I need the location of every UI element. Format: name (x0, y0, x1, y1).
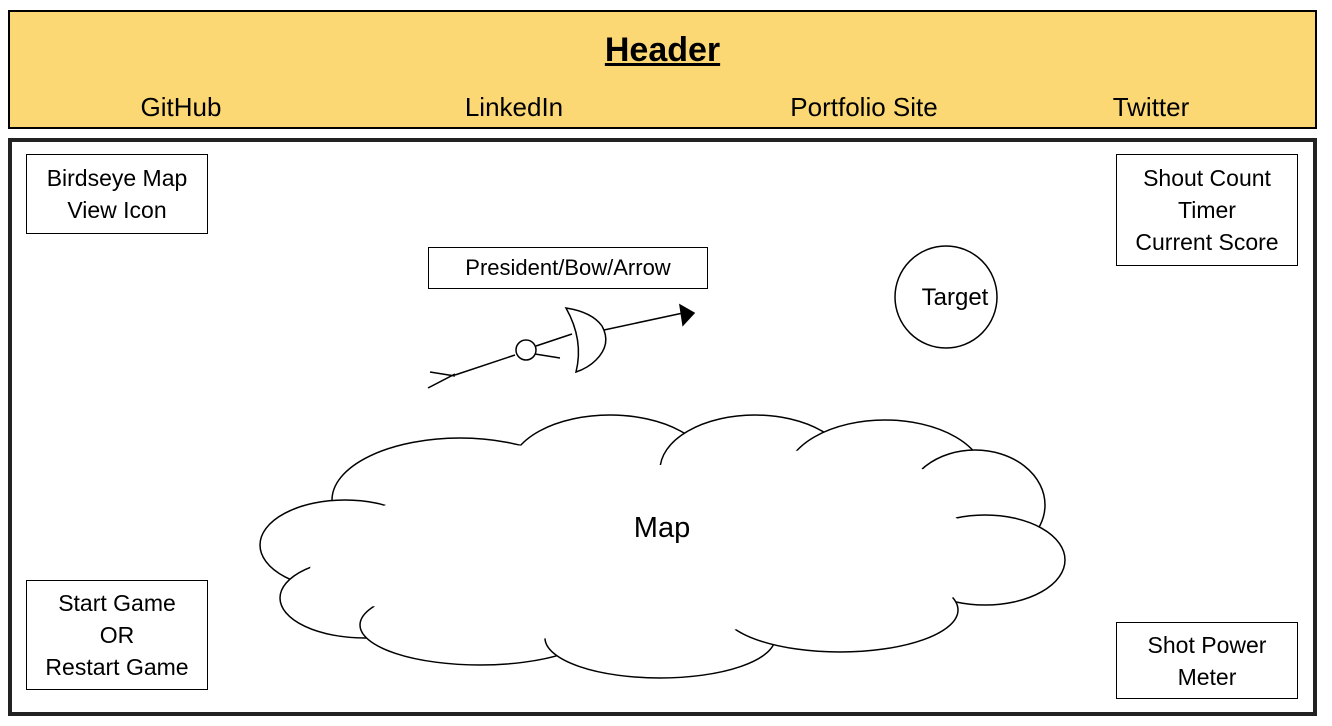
shot-power-meter[interactable]: Shot Power Meter (1116, 622, 1298, 699)
player-label-box: President/Bow/Arrow (428, 247, 708, 289)
birdseye-line-2: View Icon (67, 197, 167, 223)
header-title: Header (604, 31, 721, 69)
timer-label: Timer (1178, 197, 1236, 223)
start-game-label: Start Game (58, 590, 176, 616)
current-score-label: Current Score (1135, 229, 1279, 255)
or-label: OR (99, 622, 135, 648)
portfolio-site-link[interactable]: Portfolio Site (790, 92, 938, 122)
map-label: Map (634, 512, 690, 544)
start-restart-button[interactable]: Start Game OR Restart Game (26, 580, 208, 690)
stats-panel: Shout Count Timer Current Score (1116, 154, 1298, 266)
github-link[interactable]: GitHub (140, 92, 222, 122)
map-cloud[interactable] (259, 414, 1066, 679)
linkedin-link[interactable]: LinkedIn (464, 92, 564, 122)
shot-power-line-1: Shot Power (1147, 631, 1267, 658)
target[interactable] (894, 245, 998, 349)
header: Header GitHub LinkedIn Portfolio Site Tw… (8, 10, 1317, 129)
twitter-link[interactable]: Twitter (1112, 92, 1190, 122)
target-label: Target (922, 284, 989, 311)
birdseye-map-view-icon[interactable]: Birdseye Map View Icon (26, 154, 208, 234)
shot-power-line-2: Meter (1177, 663, 1237, 690)
shout-count-label: Shout Count (1143, 165, 1271, 191)
president-bow-arrow[interactable] (427, 303, 696, 389)
restart-game-label: Restart Game (45, 654, 189, 680)
player-label: President/Bow/Arrow (465, 255, 671, 280)
birdseye-line-1: Birdseye Map (46, 165, 188, 191)
